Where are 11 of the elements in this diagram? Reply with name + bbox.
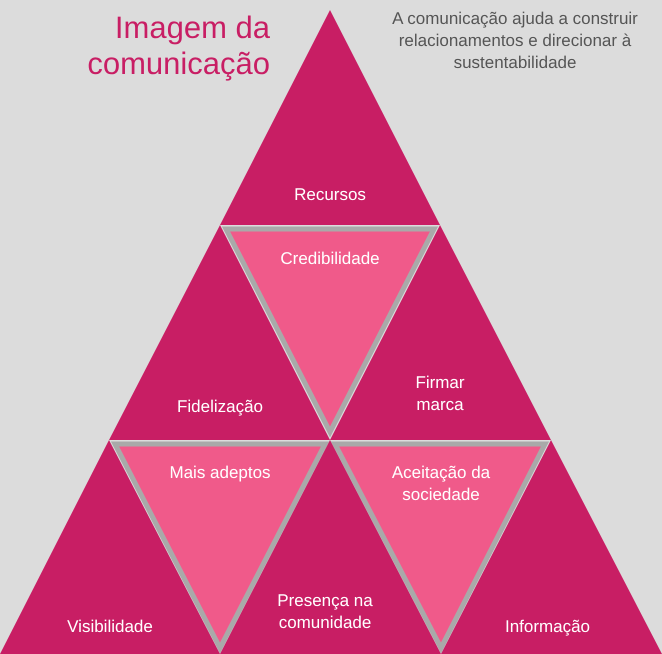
- segment-label: Credibilidade: [279, 248, 381, 270]
- diagram-title: Imagem da comunicação: [86, 10, 270, 82]
- segment-label: Visibilidade: [66, 616, 154, 638]
- segment-label: Aceitação da sociedade: [390, 462, 492, 506]
- segment-label: Firmar marca: [414, 372, 466, 416]
- segment-label: Recursos: [293, 184, 367, 206]
- note-text: A comunicação ajuda a construir relacionamentos e direcionar à sustentabilidade: [391, 8, 639, 74]
- segment-label: Presença na comunidade: [276, 590, 374, 634]
- segment-label: Mais adeptos: [168, 462, 272, 484]
- segment-label: Informação: [504, 616, 592, 638]
- segment-label: Fidelização: [176, 396, 264, 418]
